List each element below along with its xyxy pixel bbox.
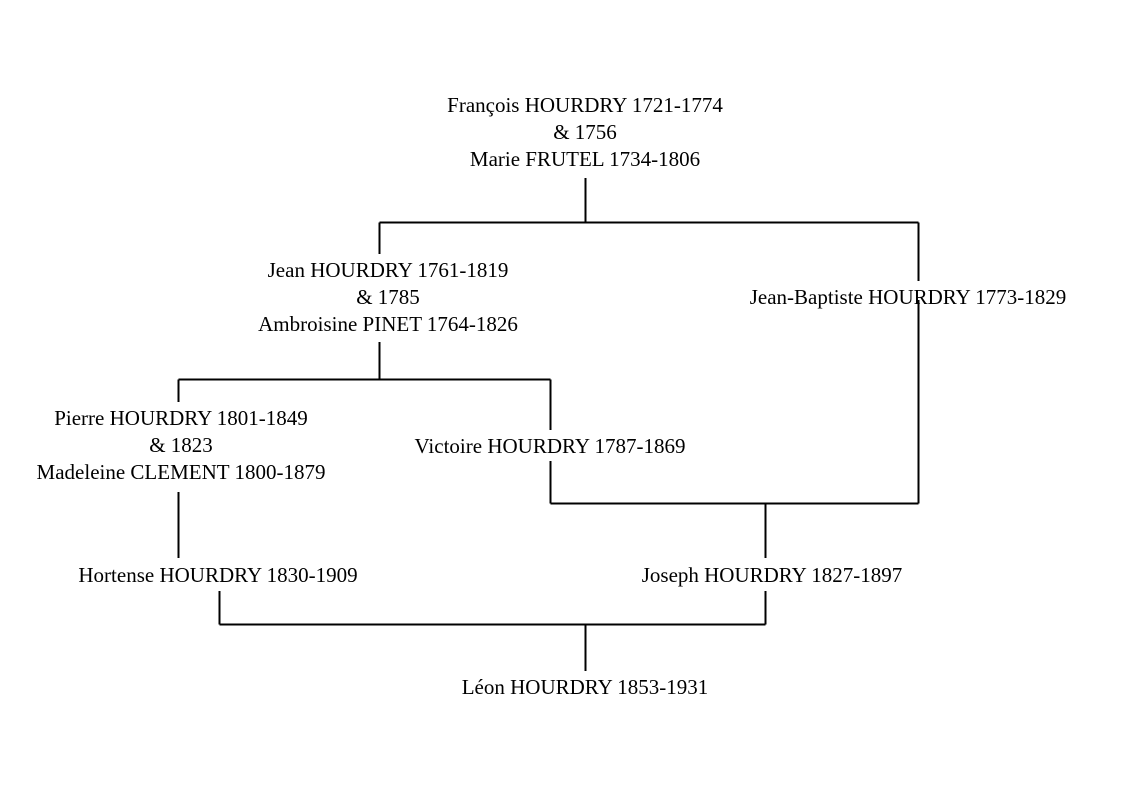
union-year-line: & 1823 xyxy=(149,432,213,457)
spouse-name-line: Marie FRUTEL 1734-1806 xyxy=(469,146,701,171)
person-node-francois-hourdry[interactable]: François HOURDRY 1721-1774 & 1756 Marie … xyxy=(447,92,723,173)
person-name-line: Joseph HOURDRY 1827-1897 xyxy=(641,563,903,587)
person-name-line: Jean-Baptiste HOURDRY 1773-1829 xyxy=(749,285,1067,309)
union-year-line: & 1785 xyxy=(356,284,420,309)
union-year-line: & 1756 xyxy=(553,119,617,144)
person-name-line: Hortense HOURDRY 1830-1909 xyxy=(78,563,358,587)
spouse-name-line: Ambroisine PINET 1764-1826 xyxy=(258,311,518,336)
person-node-hortense-hourdry[interactable]: Hortense HOURDRY 1830-1909 xyxy=(78,562,357,589)
person-name-line: Léon HOURDRY 1853-1931 xyxy=(461,675,709,699)
person-node-pierre-hourdry[interactable]: Pierre HOURDRY 1801-1849 & 1823 Madelein… xyxy=(37,405,326,486)
person-node-victoire-hourdry[interactable]: Victoire HOURDRY 1787-1869 xyxy=(415,433,686,460)
person-node-jean-baptiste-hourdry[interactable]: Jean-Baptiste HOURDRY 1773-1829 xyxy=(750,284,1067,311)
person-name-line: Victoire HOURDRY 1787-1869 xyxy=(414,434,686,458)
person-node-leon-hourdry[interactable]: Léon HOURDRY 1853-1931 xyxy=(462,674,709,701)
person-name-line: François HOURDRY 1721-1774 xyxy=(447,93,723,117)
person-node-joseph-hourdry[interactable]: Joseph HOURDRY 1827-1897 xyxy=(642,562,903,589)
spouse-name-line: Madeleine CLEMENT 1800-1879 xyxy=(36,459,326,484)
person-name-line: Pierre HOURDRY 1801-1849 xyxy=(54,406,308,430)
person-node-jean-hourdry[interactable]: Jean HOURDRY 1761-1819 & 1785 Ambroisine… xyxy=(258,257,518,338)
person-name-line: Jean HOURDRY 1761-1819 xyxy=(267,258,509,282)
